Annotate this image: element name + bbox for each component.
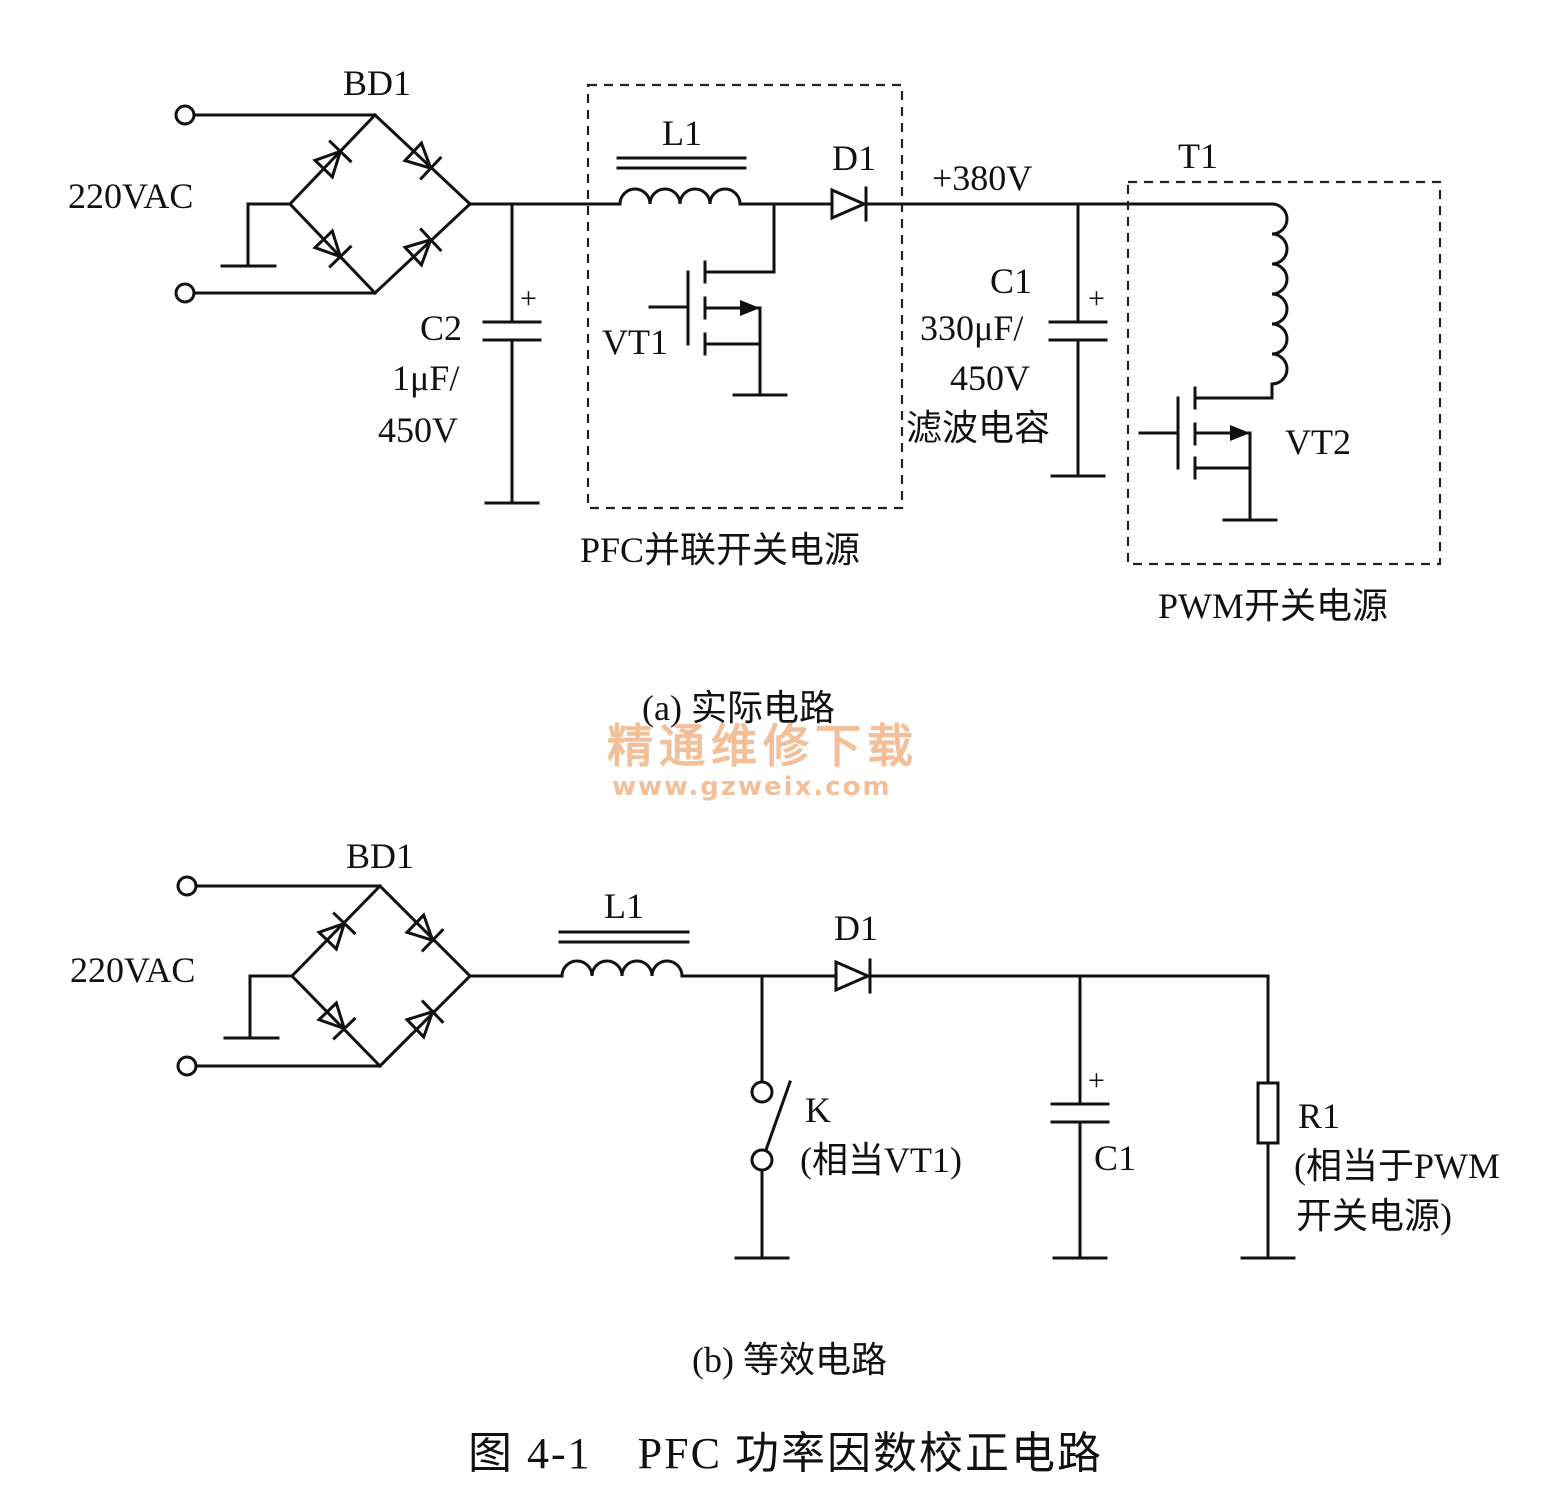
bridge-rectifier-b	[289, 883, 473, 1069]
c1-name-b: C1	[1094, 1138, 1136, 1178]
r1-desc-2: 开关电源)	[1296, 1196, 1452, 1236]
transformer-label: T1	[1178, 136, 1218, 176]
capacitor-c2: +	[482, 202, 542, 505]
pwm-block-outline	[1126, 180, 1442, 566]
vt2-label: VT2	[1285, 422, 1351, 462]
caption-b: (b) 等效电路	[692, 1340, 887, 1380]
vt1-label: VT1	[602, 322, 668, 362]
watermark-line1: 精通维修下载	[607, 719, 919, 773]
bridge-rectifier-a	[287, 112, 473, 296]
source-label-a: 220VAC	[68, 176, 193, 216]
pfc-block-label: PFC并联开关电源	[580, 530, 860, 570]
switch-desc: (相当VT1)	[800, 1140, 962, 1180]
c1-value-2: 450V	[950, 358, 1030, 398]
mosfet-vt2	[1138, 386, 1278, 522]
bridge-label-a: BD1	[343, 63, 411, 103]
switch-label: K	[805, 1090, 831, 1130]
switch-k	[734, 974, 792, 1260]
circuit-a: 220VAC BD1	[68, 63, 1442, 728]
capacitor-c1-a: +	[1048, 202, 1108, 478]
inductor-l1-b	[558, 930, 690, 978]
figure-title: 图 4-1 PFC 功率因数校正电路	[468, 1429, 1103, 1478]
diode-label-b: D1	[834, 908, 878, 948]
ac-terminal-bottom-b	[176, 1055, 198, 1077]
diode-d1-b	[834, 958, 872, 994]
pwm-block-label: PWM开关电源	[1158, 586, 1388, 626]
watermark-line2: www.gzweix.com	[612, 772, 892, 802]
c2-name: C2	[420, 308, 462, 348]
c2-value-1: 1μF/	[392, 358, 459, 398]
diode-label-a: D1	[832, 138, 876, 178]
resistor-r1	[1240, 974, 1296, 1260]
source-label-b: 220VAC	[70, 950, 195, 990]
circuit-b: 220VAC BD1	[70, 836, 1500, 1380]
inductor-label-b: L1	[604, 886, 644, 926]
c1-name-a: C1	[990, 261, 1032, 301]
c2-value-2: 450V	[378, 410, 458, 450]
diode-d1-a	[830, 186, 868, 222]
mosfet-vt1	[648, 260, 788, 397]
c1-value-1: 330μF/	[920, 308, 1023, 348]
inductor-label-a: L1	[662, 113, 702, 153]
ac-terminal-bottom	[174, 282, 196, 304]
r1-desc-1: (相当于PWM	[1294, 1146, 1500, 1186]
voltage-label: +380V	[932, 158, 1032, 198]
bridge-label-b: BD1	[346, 836, 414, 876]
transformer-t1	[1193, 202, 1289, 400]
svg-text:+: +	[1088, 282, 1105, 315]
inductor-l1-a	[616, 156, 747, 206]
watermark: 精通维修下载 www.gzweix.com	[607, 719, 919, 802]
ac-terminal-top	[174, 104, 196, 126]
svg-text:+: +	[520, 282, 537, 315]
capacitor-c1-b: +	[1050, 974, 1110, 1260]
caption-a: (a) 实际电路	[642, 688, 835, 728]
r1-name: R1	[1298, 1096, 1340, 1136]
c1-desc: 滤波电容	[906, 408, 1050, 448]
ac-terminal-top-b	[176, 875, 198, 897]
svg-text:+: +	[1088, 1064, 1105, 1097]
